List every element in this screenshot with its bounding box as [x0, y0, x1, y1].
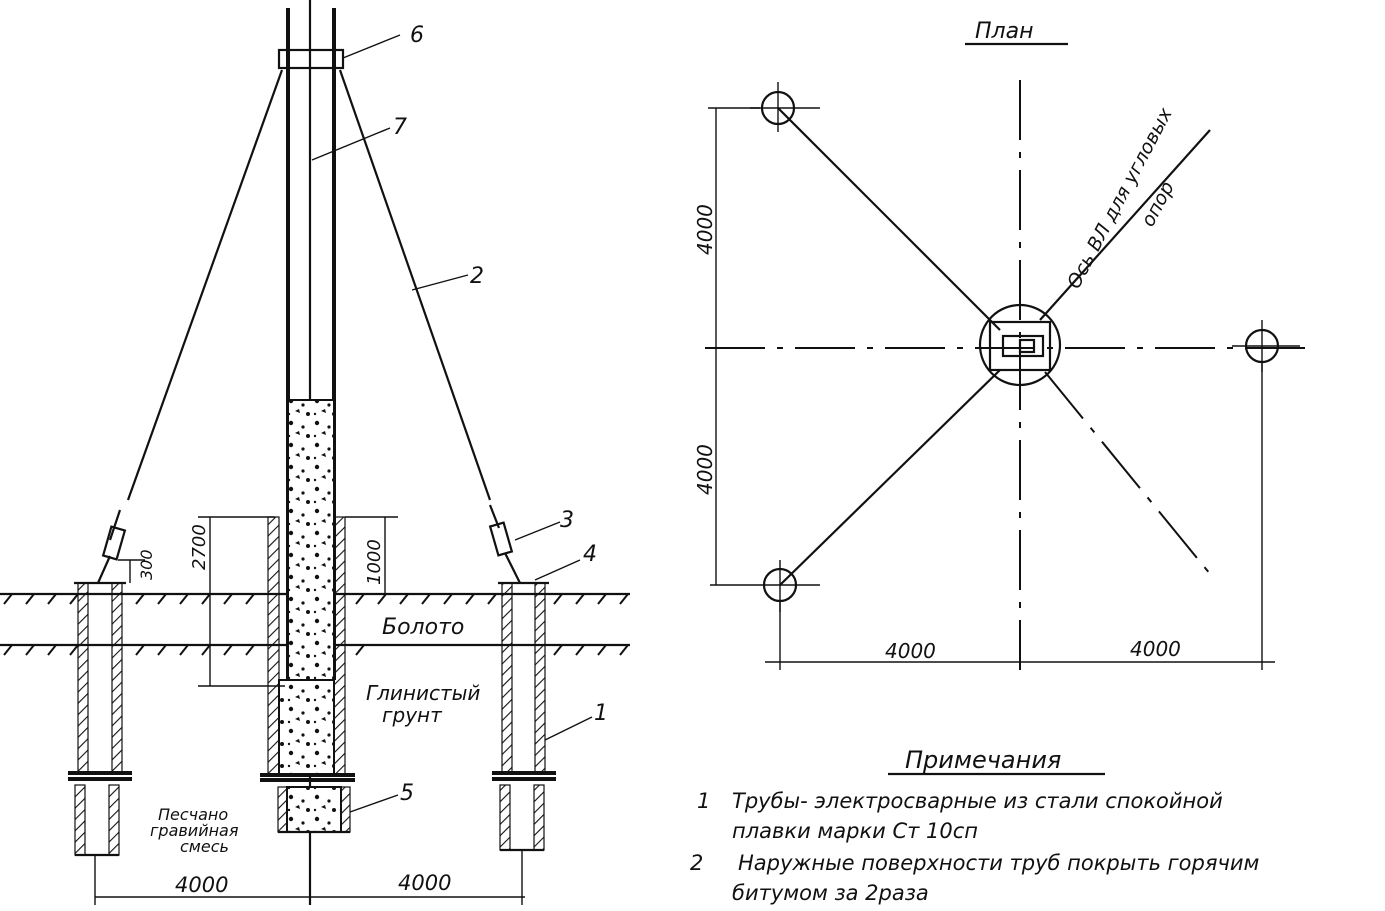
- fill-label-2: гравийная: [150, 821, 239, 840]
- note-1-number: 1: [697, 789, 710, 813]
- callout-3: 3: [560, 508, 574, 533]
- note-1-line-2: плавки марки Ст 10сп: [732, 819, 978, 843]
- notes-title: Примечания: [905, 746, 1061, 774]
- section-view: 6 7 2 3 4 1 5 2700 1000 300 Болото Глини…: [0, 0, 630, 905]
- note-2-line-2: битумом за 2раза: [732, 881, 929, 905]
- plan-anchor-bottom-left: [710, 560, 820, 612]
- layer-label-clay-1: Глинистый: [366, 681, 480, 705]
- dimension-bottom-right: 4000: [398, 871, 451, 895]
- plan-dimension-vertical-bottom: 4000: [693, 444, 717, 495]
- callout-4: 4: [583, 542, 597, 567]
- central-casing-pipe: [260, 516, 355, 834]
- notes-block: Примечания 1 Трубы- электросварные из ст…: [690, 746, 1260, 905]
- plan-dimension-horizontal-left: 4000: [885, 639, 936, 663]
- plan-anchor-right: [1232, 320, 1300, 372]
- callout-7: 7: [393, 115, 407, 140]
- callout-2: 2: [470, 264, 484, 289]
- pole-collar: [277, 48, 345, 70]
- plan-center-inner: [1001, 334, 1045, 358]
- dimension-300: 300: [137, 549, 156, 580]
- layer-label-swamp: Болото: [382, 615, 464, 640]
- guy-wires: [126, 69, 492, 501]
- note-2-line-1: Наружные поверхности труб покрыть горячи…: [738, 851, 1260, 875]
- plan-guy-top-left: [777, 107, 1001, 331]
- right-anchor-pile: [492, 581, 556, 852]
- fill-label-1: Песчано: [158, 805, 228, 824]
- plan-line-axis-extension: [1044, 371, 1216, 581]
- plan-view: План: [693, 19, 1315, 670]
- plan-center-square: [988, 320, 1052, 372]
- plan-center-support: [978, 303, 1062, 387]
- dimension-bottom-left: 4000: [175, 873, 228, 897]
- plan-anchor-top-left: [750, 82, 820, 132]
- callout-leaders: [311, 34, 593, 813]
- vertical-dimensions: [118, 516, 398, 687]
- layer-label-clay-2: грунт: [382, 703, 443, 727]
- left-anchor-pile: [68, 581, 132, 857]
- plan-dimensions: [708, 107, 1275, 670]
- callout-5: 5: [400, 781, 414, 806]
- plan-line-axis: [1039, 129, 1211, 321]
- dimension-2700: 2700: [189, 524, 210, 570]
- dimension-1000: 1000: [364, 539, 385, 585]
- plan-dimension-vertical-top: 4000: [693, 204, 717, 255]
- ground-surface-line: [0, 592, 630, 656]
- callout-1: 1: [594, 701, 608, 726]
- plan-dimension-horizontal-right: 4000: [1130, 637, 1181, 661]
- callout-6: 6: [410, 23, 424, 48]
- turnbuckles: [96, 504, 521, 584]
- bottom-dimension: [94, 850, 525, 905]
- plan-title: План: [975, 19, 1033, 44]
- note-2-number: 2: [690, 851, 703, 875]
- plan-center-core: [1018, 338, 1036, 354]
- note-1-line-1: Трубы- электросварные из стали спокойной: [732, 789, 1223, 813]
- fill-label-3: смесь: [180, 837, 229, 856]
- plan-guy-bottom-left: [779, 369, 1001, 586]
